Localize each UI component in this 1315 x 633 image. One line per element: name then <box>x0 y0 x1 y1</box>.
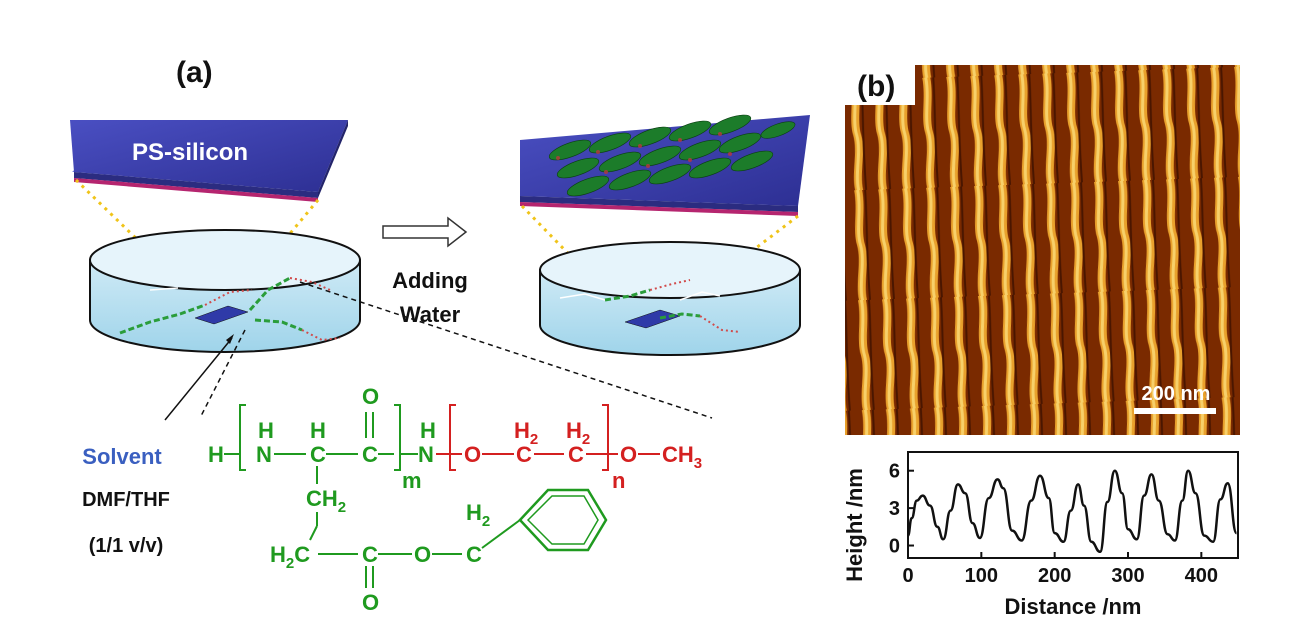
x-tick-label: 200 <box>1038 565 1071 587</box>
solvent-dish-right <box>539 241 801 356</box>
zoom-line <box>199 329 246 419</box>
methyl-group: CH3 <box>662 442 702 472</box>
peo-corona <box>638 144 642 148</box>
patterned-substrate <box>520 114 810 216</box>
chemical-structure: H H N H C O C m H N <box>208 384 702 615</box>
peo-corona <box>604 170 608 174</box>
subscript-m: m <box>402 468 422 493</box>
peo-corona <box>688 158 692 162</box>
benzene-ring <box>518 488 608 552</box>
panel-a-label: (a) <box>176 56 213 89</box>
atom-c3: C <box>516 442 532 467</box>
polymer-chain <box>559 293 606 301</box>
substrate-label: PS-silicon <box>132 139 248 166</box>
side-h2-benzyl: H2 <box>466 500 490 530</box>
h2-b: H2 <box>566 418 590 448</box>
assembled-fiber <box>608 169 652 191</box>
atom-nh1-h: H <box>258 418 274 443</box>
solvent-ratio: (1/1 v/v) <box>89 535 163 557</box>
polymer-chain <box>254 318 303 332</box>
assembled-fiber <box>598 151 642 173</box>
polymer-chain <box>289 277 331 291</box>
atom-c2: C <box>362 442 378 467</box>
x-tick-label: 300 <box>1111 565 1144 587</box>
solvent-label: Solvent <box>82 444 162 469</box>
peo-corona <box>596 150 600 154</box>
panel-b-label: (b) <box>857 70 895 103</box>
polymer-chain <box>649 279 691 291</box>
assembled-fiber <box>628 126 672 148</box>
side-h2c: H2C <box>270 542 310 572</box>
atom-h-end: H <box>208 442 224 467</box>
atom-c-benzyl: C <box>466 542 482 567</box>
assembled-fiber <box>588 132 632 154</box>
process-arrow: Adding Water <box>382 216 468 327</box>
y-tick-label: 6 <box>889 461 900 483</box>
assembled-fiber <box>760 121 796 139</box>
polymer-chain <box>119 303 206 335</box>
arrow-label-adding: Adding <box>392 268 468 293</box>
atom-c1: C <box>310 442 326 467</box>
arrow-label-water: Water <box>400 302 461 327</box>
zoom-line <box>299 281 713 419</box>
atom-o-ether: O <box>464 442 481 467</box>
atom-c-ester: C <box>362 542 378 567</box>
peo-corona <box>678 138 682 142</box>
atom-o-double1: O <box>362 384 379 409</box>
polymer-chain <box>659 312 701 320</box>
polymer-chain <box>149 287 179 291</box>
x-axis-label: Distance /nm <box>1005 594 1142 619</box>
peo-corona <box>646 164 650 168</box>
side-ch2: CH2 <box>306 486 346 516</box>
x-tick-label: 100 <box>965 565 998 587</box>
y-tick-label: 0 <box>889 536 900 558</box>
peo-corona <box>556 156 560 160</box>
assembled-fiber <box>566 175 610 197</box>
scale-bar-label: 200 nm <box>1142 383 1211 405</box>
assembled-fiber <box>688 157 732 179</box>
panel-a: (a) PS-silicon <box>70 56 810 615</box>
peo-corona <box>728 152 732 156</box>
height-profile-line <box>906 469 1238 554</box>
assembled-fiber <box>668 120 712 142</box>
atom-c4: C <box>568 442 584 467</box>
x-tick-label: 0 <box>902 565 913 587</box>
solvent-dish-left <box>89 229 361 353</box>
height-profile-chart: 0 3 6 0 100 200 300 400 Distance /nm Height /n… <box>842 451 1239 619</box>
projection-line <box>520 204 630 317</box>
panel-b-label-box <box>845 65 915 105</box>
atom-nh2-h: H <box>420 418 436 443</box>
ps-silicon-slab: PS-silicon <box>70 120 348 202</box>
scale-bar <box>1134 408 1216 414</box>
assembled-fiber <box>638 145 682 167</box>
peo-corona <box>718 132 722 136</box>
atom-ch-h: H <box>310 418 326 443</box>
subscript-n: n <box>612 468 625 493</box>
assembled-fiber <box>678 139 722 161</box>
polymer-chain <box>679 291 721 301</box>
panel-b: (b) 200 nm 0 3 6 0 100 200 300 400 Distance /n… <box>842 65 1240 619</box>
afm-image <box>845 65 1240 435</box>
assembled-fiber <box>648 163 692 185</box>
atom-o-end: O <box>620 442 637 467</box>
x-tick-label: 400 <box>1185 565 1218 587</box>
assembled-fiber <box>548 139 592 161</box>
h2-a: H2 <box>514 418 538 448</box>
polymer-chain <box>699 315 741 333</box>
atom-nh1-n: N <box>256 442 272 467</box>
solvent-pointer-line <box>164 337 233 421</box>
atom-o-double2: O <box>362 590 379 615</box>
solvent-mixture: DMF/THF <box>82 489 170 511</box>
assembled-fiber <box>556 157 600 179</box>
assembled-fiber <box>730 150 774 172</box>
assembled-fiber <box>708 114 752 136</box>
y-axis-label: Height /nm <box>842 468 867 582</box>
atom-o-ester: O <box>414 542 431 567</box>
y-tick-label: 3 <box>889 498 900 520</box>
polymer-chain <box>604 288 651 302</box>
atom-nh2-n: N <box>418 442 434 467</box>
solvent-pointer-head <box>226 334 234 344</box>
